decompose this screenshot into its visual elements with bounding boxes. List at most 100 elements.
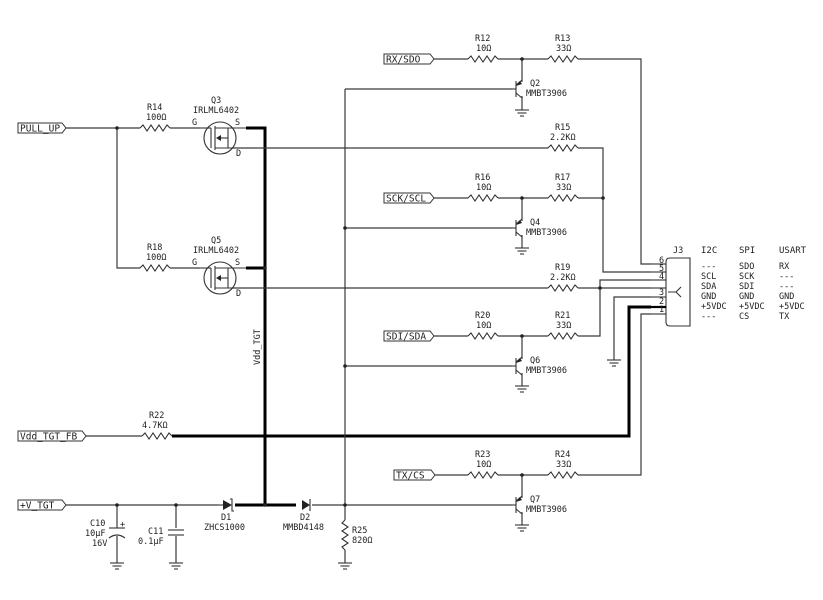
ground-icon <box>514 524 530 532</box>
j3-pin-2: 2 <box>659 297 664 307</box>
r19-value: 2.2KΩ <box>550 273 576 283</box>
c10-value: 10µF <box>85 529 105 539</box>
resistor-r17: R17 33Ω <box>547 173 579 202</box>
r22-ref: R22 <box>149 411 164 421</box>
c10-polarity: + <box>120 520 125 530</box>
c10-voltage: 16V <box>92 539 107 549</box>
q4-part: MMBT3906 <box>526 228 567 238</box>
q3-ref: Q3 <box>211 96 221 106</box>
j3-ref: J3 <box>673 246 683 256</box>
mosfet-q3: Q3 IRLML6402 G S D <box>192 96 246 159</box>
r17-ref: R17 <box>555 173 570 183</box>
r12-ref: R12 <box>475 34 490 44</box>
resistor-r20: R20 10Ω <box>467 311 499 340</box>
diode-d1-schottky: D1 ZHCS1000 <box>204 498 245 533</box>
q3-pin-g: G <box>192 118 197 128</box>
bjt-q2: Q2 MMBT3906 <box>512 79 567 99</box>
j3-pin-6: 6 <box>659 256 664 266</box>
r13-ref: R13 <box>555 34 570 44</box>
d2-part: MMBD4148 <box>283 523 324 533</box>
c11-value: 0.1µF <box>138 537 164 547</box>
c10-ref: C10 <box>90 519 105 529</box>
resistor-r25: R25 820Ω <box>341 519 372 551</box>
table-cell: RX <box>779 262 790 272</box>
port-tx-cs-label: TX/CS <box>396 471 425 482</box>
resistor-r12: R12 10Ω <box>467 34 499 63</box>
bjt-q7: Q7 MMBT3906 <box>512 495 567 515</box>
ground-icon <box>337 562 353 570</box>
q2-ref: Q2 <box>530 79 540 89</box>
d1-ref: D1 <box>221 513 231 523</box>
bjt-q6: Q6 MMBT3906 <box>512 356 567 376</box>
r12-value: 10Ω <box>476 44 491 54</box>
resistor-r18: R18 100Ω <box>139 243 171 272</box>
r16-value: 10Ω <box>476 183 491 193</box>
resistor-r19: R19 2.2KΩ <box>547 263 579 292</box>
r25-ref: R25 <box>352 526 367 536</box>
r23-ref: R23 <box>475 450 490 460</box>
d2-ref: D2 <box>300 513 310 523</box>
q6-part: MMBT3906 <box>526 366 567 376</box>
r24-ref: R24 <box>555 450 570 460</box>
q5-pin-g: G <box>192 258 197 268</box>
resistor-r15: R15 2.2KΩ <box>547 123 579 152</box>
r21-ref: R21 <box>555 311 570 321</box>
port-sck-scl-label: SCK/SCL <box>386 194 426 205</box>
resistor-r23: R23 10Ω <box>467 450 499 479</box>
port-v-tgt: +V_TGT <box>17 499 67 512</box>
r18-ref: R18 <box>147 243 162 253</box>
table-cell: GND <box>701 292 716 302</box>
col-header-i2c: I2C <box>701 246 717 256</box>
pin-function-table: I2C SPI USART --- SDO RX SCL SCK --- SDA… <box>701 246 807 322</box>
r18-value: 100Ω <box>146 253 166 263</box>
q2-part: MMBT3906 <box>526 89 567 99</box>
table-cell: --- <box>701 262 716 272</box>
q5-ref: Q5 <box>211 236 221 246</box>
table-cell: GND <box>739 292 754 302</box>
capacitor-c10: + C10 10µF 16V <box>85 519 126 549</box>
col-header-spi: SPI <box>739 246 755 256</box>
table-cell: CS <box>739 312 749 322</box>
table-cell: SCK <box>739 272 755 282</box>
table-cell: --- <box>779 272 794 282</box>
table-cell: GND <box>779 292 794 302</box>
table-cell: SDO <box>739 262 754 272</box>
r22-value: 4.7KΩ <box>142 421 168 431</box>
diode-d2: D2 MMBD4148 <box>283 499 324 533</box>
r24-value: 33Ω <box>556 460 571 470</box>
r16-ref: R16 <box>475 173 490 183</box>
q4-ref: Q4 <box>530 218 540 228</box>
q3-pin-s: S <box>235 118 240 128</box>
connector-j3: J3 6 5 4 3 2 1 <box>651 246 691 327</box>
port-v-tgt-label: +V_TGT <box>20 501 55 512</box>
port-tx-cs: TX/CS <box>393 469 436 482</box>
q3-pin-d: D <box>236 149 241 159</box>
resistor-r22: R22 4.7KΩ <box>141 411 173 440</box>
port-vdd-tgt-fb-label: Vdd_TGT_FB <box>20 432 77 443</box>
r14-ref: R14 <box>147 103 162 113</box>
r15-value: 2.2KΩ <box>550 133 576 143</box>
r17-value: 33Ω <box>556 183 571 193</box>
port-rx-sdo: RX/SDO <box>383 53 435 66</box>
port-pull-up: PULL_UP <box>17 122 67 135</box>
resistor-r16: R16 10Ω <box>467 173 499 202</box>
r14-value: 100Ω <box>146 113 166 123</box>
q5-pin-s: S <box>235 258 240 268</box>
table-cell: SDA <box>701 282 716 292</box>
q7-part: MMBT3906 <box>526 505 567 515</box>
ground-icon <box>514 109 530 117</box>
q7-ref: Q7 <box>530 495 540 505</box>
q6-ref: Q6 <box>530 356 540 366</box>
resistor-r14: R14 100Ω <box>139 103 171 132</box>
table-cell: TX <box>779 312 790 322</box>
c11-ref: C11 <box>148 527 163 537</box>
table-cell: --- <box>779 282 794 292</box>
table-cell: +5VDC <box>701 302 727 312</box>
capacitor-c11: C11 0.1µF <box>138 527 184 547</box>
j3-pin-1: 1 <box>659 305 664 315</box>
junctions <box>115 57 605 507</box>
resistor-r13: R13 33Ω <box>547 34 579 63</box>
wires <box>66 58 651 563</box>
port-sdi-sda-label: SDI/SDA <box>386 332 426 343</box>
